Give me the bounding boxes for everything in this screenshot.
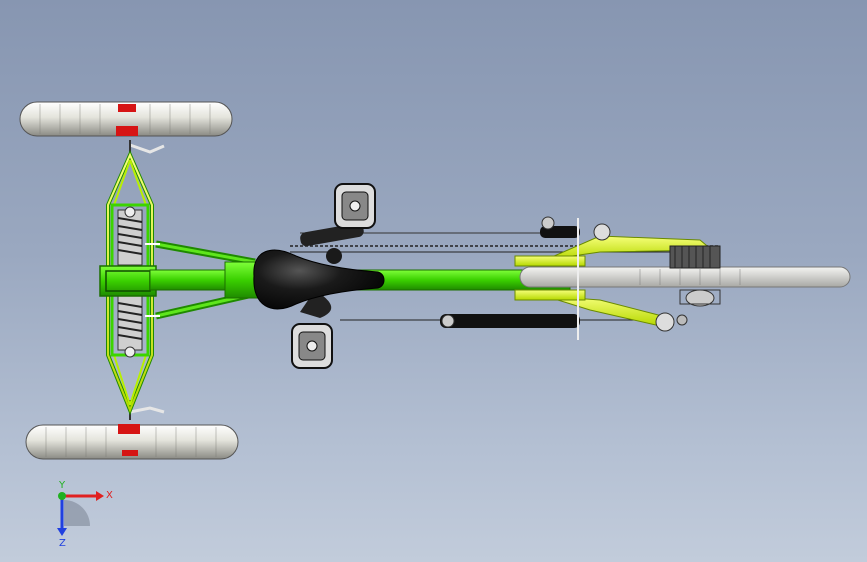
crank-arm-lower[interactable] [300,290,688,332]
z-axis-label: Z [59,538,66,549]
y-axis-dot [58,492,66,500]
pedal-lower[interactable] [291,323,333,369]
seat[interactable] [253,248,385,310]
rear-wheel[interactable] [519,266,851,288]
front-suspension-springs [117,206,143,358]
pedal-upper[interactable] [334,183,376,229]
x-axis-label: X [106,490,113,501]
rear-cassette [669,245,721,307]
front-hub-block[interactable] [99,265,157,297]
y-axis-label: Y [58,480,66,491]
front-right-tire[interactable] [25,424,239,460]
coordinate-triad: X Y Z [57,480,113,549]
front-left-tire[interactable] [19,101,233,137]
